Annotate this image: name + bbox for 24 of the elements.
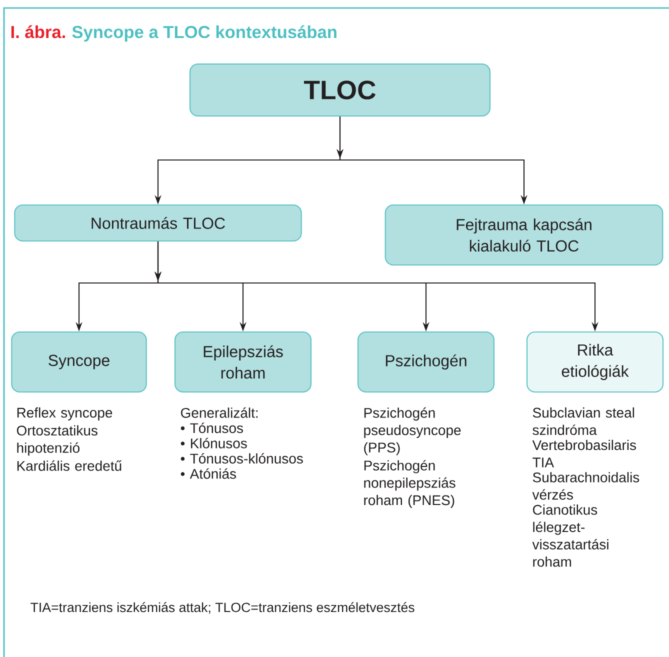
category-box: Syncope [11,331,147,393]
category-box: Ritka etiológiák [526,331,664,393]
list-item: Subarachnoidalis vérzés [532,472,640,500]
figure-number: I. ábra. [11,25,65,38]
title: Syncope a TLOC kontextusában [72,25,336,42]
list-item: Reflex syncope [17,407,112,420]
list-item: Pszichogén nonepilepsziás roham (PNES) [364,460,456,508]
list-item: • Atóniás [180,468,236,479]
title-box: TLOC [189,63,491,117]
category-box: Epilepsziás roham [174,331,312,393]
list-item: Cianotikus lélegzet-visszatartási roham [532,504,608,567]
list-item: Ortosztatikus hipotenzió [16,425,98,456]
list-item: • Klónusos [180,438,247,448]
list-item: • Tónusos [180,422,243,434]
category-box: Pszichogén [357,331,495,393]
list-item: Vertebrobasilaris TIA [532,440,636,468]
category-box: Nontraumás TLOC [14,204,302,242]
category-box: Fejtrauma kapcsán kialakuló TLOC [384,204,664,266]
footnote: TIA=tranziens iszkémiás attak; TLOC=tranziens eszméletvesztés [30,602,414,614]
list-item: • Tónusos-klónusos [180,453,303,464]
list-item: Generalizált: [180,407,258,418]
list-item: Pszichogén pseudosyncope (PPS) [364,407,461,456]
list-item: Subclavian steal szindróma [532,407,634,436]
list-item: Kardiális eredetű [17,460,122,471]
